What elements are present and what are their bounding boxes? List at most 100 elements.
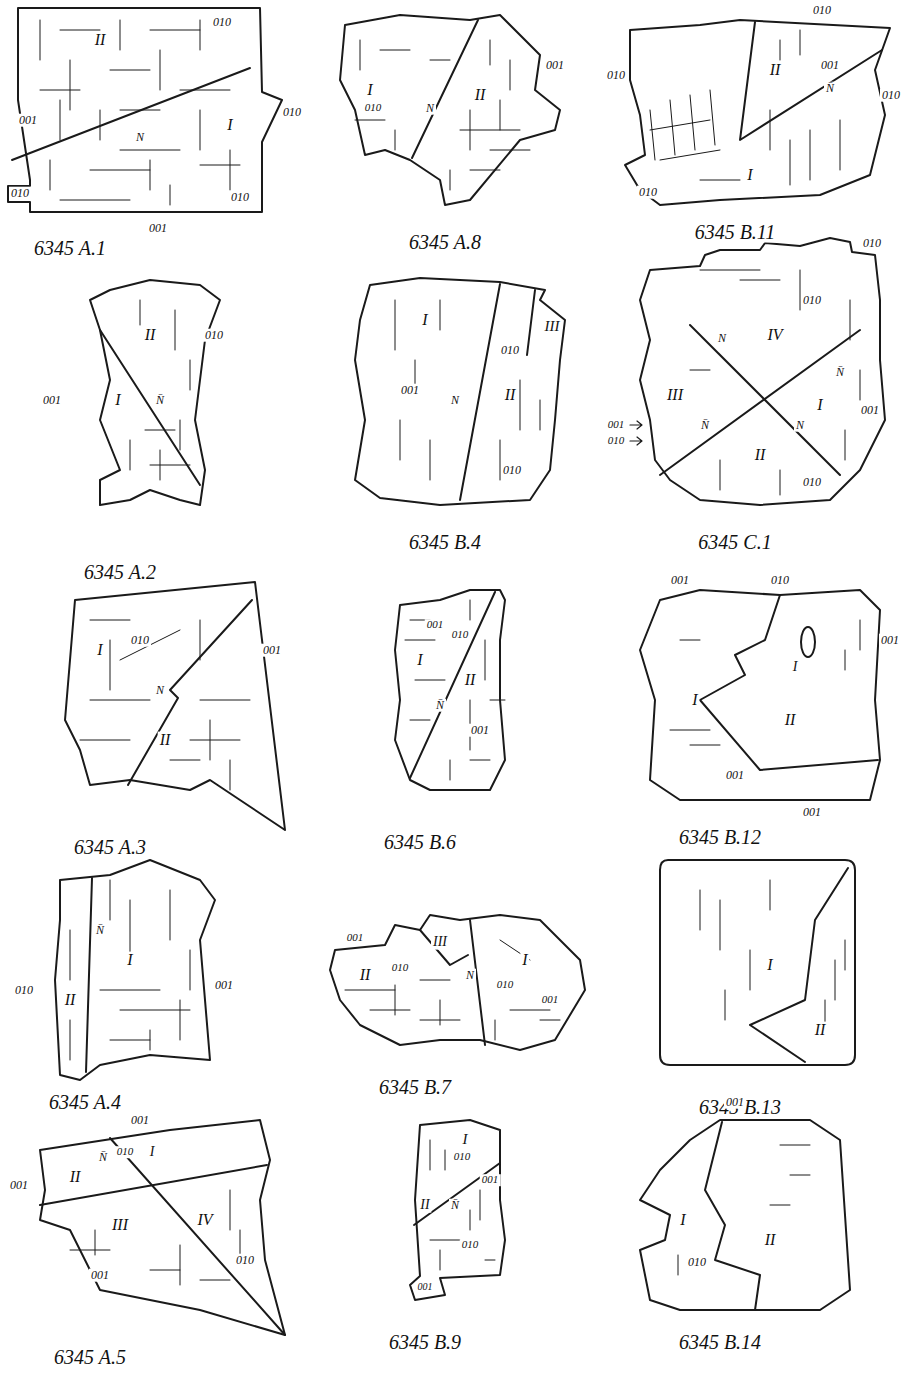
grain-b11 <box>625 20 890 205</box>
cleavage-lines <box>80 620 250 790</box>
cleavage-lines <box>678 1145 810 1275</box>
grain-boundary <box>750 868 848 1062</box>
twin-plane-label: N̄ <box>449 1199 461 1212</box>
twin-line <box>412 20 478 158</box>
grain-outline <box>625 20 890 205</box>
face-index: 010 <box>363 102 384 114</box>
grain-b6 <box>395 590 505 790</box>
cleavage-lines <box>700 880 845 1030</box>
grain-number: II <box>768 62 783 79</box>
figure-caption: 6345 A.2 <box>82 562 158 583</box>
grain-a8 <box>340 15 560 205</box>
face-index: 010 <box>211 16 233 29</box>
grain-number: I <box>420 312 429 329</box>
figure-caption: 6345 B.12 <box>677 827 763 848</box>
grain-number: II <box>783 712 798 729</box>
grain-outline <box>355 278 565 505</box>
grain-number: II <box>753 447 768 464</box>
twin-line <box>100 330 200 485</box>
grain-number: I <box>815 397 824 414</box>
grain-outline <box>330 915 585 1050</box>
face-index: 001 <box>399 384 421 397</box>
face-index: 010 <box>501 464 523 477</box>
face-index: 001 <box>147 222 169 235</box>
cleavage-lines <box>430 1140 495 1270</box>
twin-line <box>470 920 485 1045</box>
twin-plane-label: N <box>154 684 166 697</box>
face-index: 001 <box>469 724 491 737</box>
face-index: 001 <box>345 932 366 944</box>
grain-outline <box>640 238 885 505</box>
grain-number: II <box>463 672 478 689</box>
face-index: 010 <box>801 476 823 489</box>
cleavage-lines <box>650 30 840 185</box>
cleavage-lines <box>70 880 190 1060</box>
grain-number: II <box>418 1198 431 1213</box>
grain-number: II <box>63 992 78 1009</box>
face-index: 001 <box>606 419 627 431</box>
inclusion-outline <box>801 627 815 657</box>
grain-number: I <box>745 167 754 184</box>
grain-b13 <box>660 860 855 1065</box>
face-index: 010 <box>115 1146 136 1158</box>
twin-line <box>527 290 535 355</box>
grain-number: III <box>543 319 562 335</box>
face-index: 001 <box>859 404 881 417</box>
cleavage-lines <box>395 300 540 480</box>
grain-c1 <box>630 238 885 505</box>
face-index: 010 <box>499 344 521 357</box>
face-index: 010 <box>390 962 411 974</box>
face-index: 010 <box>450 629 471 641</box>
face-index: 010 <box>605 69 627 82</box>
twin-plane-label: N̄ <box>94 924 106 937</box>
grain-number: I <box>113 392 122 409</box>
face-index: 010 <box>801 294 823 307</box>
grain-outline <box>395 590 505 790</box>
grain-b9 <box>410 1120 505 1300</box>
face-index: 001 <box>879 634 901 647</box>
figure-caption: 6345 C.1 <box>696 532 773 553</box>
cleavage-lines <box>355 40 530 190</box>
grain-b4 <box>355 278 565 505</box>
cleavage-lines <box>70 1190 240 1285</box>
grain-outline <box>55 860 215 1080</box>
grain-number: IV <box>765 327 784 344</box>
figure-caption: 6345 A.8 <box>407 232 483 253</box>
figure-caption: 6345 B.7 <box>377 1077 453 1098</box>
grain-a2 <box>90 280 220 505</box>
twin-plane-label: N̄ <box>434 699 446 712</box>
pointer-arrow <box>630 421 642 445</box>
face-index: 001 <box>8 1179 30 1192</box>
grain-number: I <box>365 82 374 99</box>
face-index: 001 <box>724 769 746 782</box>
grain-a1 <box>8 8 282 212</box>
face-index: 010 <box>637 186 659 199</box>
grain-number: II <box>93 32 108 49</box>
figure-caption: 6345 A.4 <box>47 1092 123 1113</box>
twin-line <box>414 1163 500 1225</box>
grain-number: II <box>813 1022 828 1039</box>
twin-line <box>86 878 92 1072</box>
grain-number: I <box>125 952 134 969</box>
face-index: 010 <box>686 1256 708 1269</box>
grain-number: IV <box>195 1212 214 1229</box>
twin-plane-label: N <box>449 394 461 407</box>
grain-number: III <box>110 1217 130 1234</box>
face-index: 010 <box>234 1254 256 1267</box>
face-index: 010 <box>281 106 303 119</box>
grain-outline <box>640 1120 850 1310</box>
face-index: 010 <box>769 574 791 587</box>
face-index: 001 <box>261 644 283 657</box>
face-index: 010 <box>495 979 516 991</box>
face-index: 001 <box>540 994 561 1006</box>
twin-line <box>660 330 860 475</box>
face-index: 001 <box>480 1174 501 1186</box>
grain-boundary <box>420 930 468 965</box>
face-index: 010 <box>9 187 31 200</box>
twin-line <box>460 284 500 500</box>
face-index: 010 <box>606 435 627 447</box>
grain-number: I <box>461 1132 470 1148</box>
grain-b14 <box>640 1120 850 1310</box>
